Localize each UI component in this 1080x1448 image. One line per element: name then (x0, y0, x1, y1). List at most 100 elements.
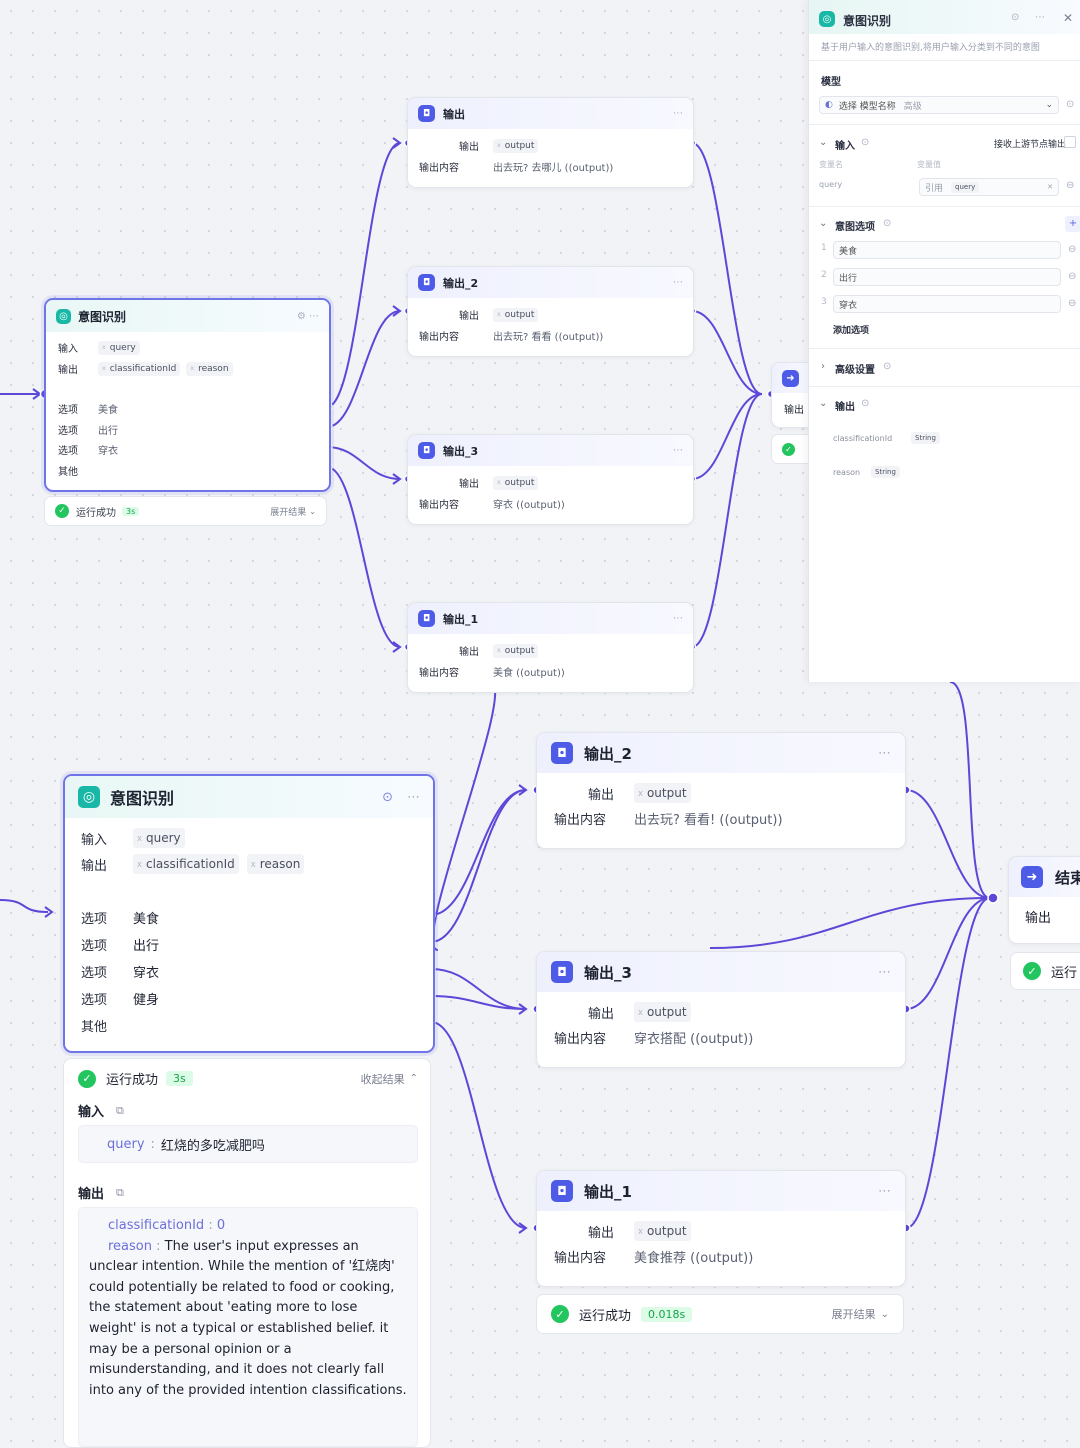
more-icon[interactable]: ⋯ (673, 277, 683, 288)
chevron-down-icon[interactable]: ⌄ (819, 218, 828, 229)
more-icon[interactable]: ⋯ (878, 964, 891, 980)
run-status-small[interactable]: ✓ 运行成功 3s 展开结果 ⌄ (44, 496, 327, 526)
copy-icon[interactable]: ⧉ (116, 1103, 124, 1117)
chevron-down-icon: ⌄ (309, 506, 316, 516)
edge (430, 789, 527, 943)
remove-icon[interactable]: ⊖ (1068, 244, 1077, 255)
edge (326, 310, 401, 428)
collapse-result-link[interactable]: 收起结果 (360, 1072, 405, 1086)
chevron-down-icon: ⌄ (880, 1308, 889, 1320)
end-icon: ➜ (782, 369, 799, 387)
edge (905, 897, 991, 1229)
option-input[interactable]: 美食 (833, 241, 1061, 259)
input-ref-field[interactable]: 引用 query ✕ (919, 178, 1059, 196)
edge (326, 466, 401, 648)
edge (905, 789, 991, 899)
more-icon[interactable]: ⋯ (407, 789, 420, 805)
edge (430, 789, 527, 916)
output-result-box: classificationId : 0 reason : The user's… (78, 1207, 418, 1447)
output1-run-status[interactable]: ✓ 运行成功 0.018s 展开结果 ⌄ (536, 1294, 904, 1334)
more-icon[interactable]: ⋯ (673, 445, 683, 456)
close-icon[interactable]: ✕ (1047, 183, 1053, 191)
expand-result-link[interactable]: 展开结果 (270, 507, 307, 518)
output-icon: ◘ (551, 742, 573, 764)
remove-icon[interactable]: ⊖ (1068, 298, 1077, 309)
info-icon[interactable]: ⊙ (1066, 99, 1075, 110)
gear-icon[interactable]: ⊙ (382, 789, 393, 805)
close-icon[interactable]: ✕ (1063, 11, 1074, 25)
port (987, 892, 999, 904)
more-icon[interactable]: ⋯ (878, 745, 891, 761)
edge-arrow (392, 305, 402, 317)
add-option-link[interactable]: 添加选项 (833, 326, 870, 336)
remove-icon[interactable]: ⊖ (1068, 271, 1077, 282)
option-input[interactable]: 出行 (833, 268, 1061, 286)
more-icon[interactable]: ⋯ (673, 108, 683, 119)
help-icon: ⊙ (861, 137, 870, 148)
settings-icon[interactable]: ⊙ (1011, 12, 1020, 23)
edge-arrow (392, 473, 402, 485)
edge-arrow (392, 137, 402, 149)
copy-icon[interactable]: ⧉ (116, 1185, 124, 1199)
edge (691, 310, 763, 395)
check-icon: ✓ (551, 1305, 569, 1323)
intent-icon: ◎ (819, 11, 835, 27)
result-panel: ✓ 运行成功 3s 收起结果 ⌃ 输入 ⧉ query : 红烧的多吃减肥吗 输… (63, 1058, 431, 1448)
more-icon[interactable]: ⋯ (878, 1183, 891, 1199)
end-status-small[interactable]: ✓ (771, 434, 815, 464)
output-icon: ◘ (418, 442, 435, 459)
edge (709, 897, 989, 949)
gear-icon[interactable]: ⚙ ⋯ (296, 310, 319, 322)
input-result-box: query : 红烧的多吃减肥吗 (78, 1125, 418, 1163)
chevron-down-icon[interactable]: ⌄ (819, 137, 828, 148)
side-panel: ◎ 意图识别 ⊙ ⋯ ✕ 基于用户输入的意图识别,将用户输入分类到不同的意图 模… (808, 0, 1080, 682)
end-node[interactable]: ➜ 结束 输出 (1008, 856, 1080, 944)
chevron-right-icon[interactable]: › (821, 361, 825, 372)
help-icon: ⊙ (861, 398, 870, 409)
output-icon: ◘ (418, 274, 435, 291)
remove-icon[interactable]: ⊖ (1066, 180, 1075, 191)
edge (691, 393, 763, 648)
check-icon: ✓ (782, 442, 795, 456)
toggle-checkbox[interactable] (1064, 136, 1076, 148)
intent-icon: ◎ (56, 308, 71, 324)
end-run-status[interactable]: ✓ 运行 (1010, 952, 1080, 990)
chevron-up-icon: ⌃ (409, 1073, 418, 1084)
check-icon: ✓ (78, 1069, 96, 1088)
edge (691, 142, 763, 395)
chevron-down-icon[interactable]: ⌄ (819, 398, 828, 409)
more-icon[interactable]: ⋯ (1035, 12, 1045, 23)
more-icon[interactable]: ⋯ (673, 613, 683, 624)
edge (0, 899, 49, 913)
expand-result-link[interactable]: 展开结果 (831, 1308, 876, 1321)
add-icon[interactable]: + (1065, 216, 1080, 232)
edge (431, 681, 497, 951)
edge (691, 393, 763, 480)
edge (949, 681, 991, 899)
edge-arrow (392, 641, 402, 653)
intent-icon: ◎ (78, 786, 100, 808)
check-icon: ✓ (1023, 962, 1041, 980)
option-input[interactable]: 穿衣 (833, 295, 1061, 313)
output-icon: ◘ (418, 105, 435, 122)
edge (430, 968, 527, 1010)
model-select[interactable]: ◐ 选择 模型名称 高级 ⌄ (819, 96, 1059, 114)
